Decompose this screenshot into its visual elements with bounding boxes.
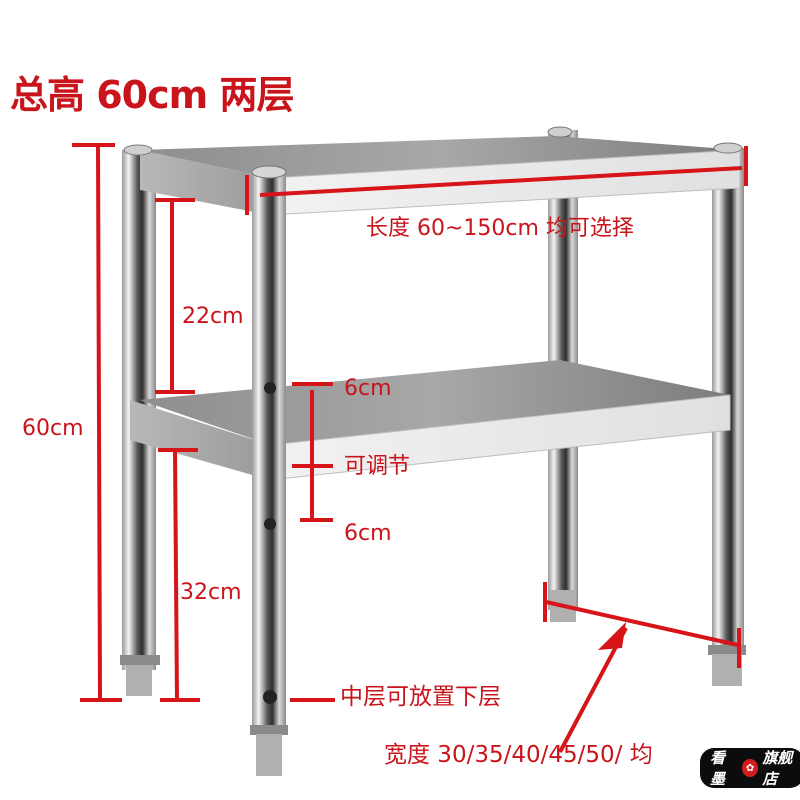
width-annotation: 宽度 30/35/40/45/50/ 均	[384, 742, 653, 768]
top-shelf	[123, 126, 743, 216]
width-arrow-head	[598, 622, 626, 674]
store-name-left: 看墨	[710, 749, 726, 788]
adjust-down-annotation: 6cm	[344, 521, 392, 546]
store-name-right: 旗舰店	[762, 749, 793, 788]
length-annotation: 长度 60~150cm 均可选择	[366, 216, 634, 241]
adjustable-annotation: 可调节	[344, 454, 411, 479]
lower-gap-annotation: 32cm	[180, 580, 242, 605]
mascot-logo-icon: ✿	[741, 759, 759, 777]
page-title: 总高 60cm 两层	[10, 73, 294, 117]
middle-to-lower-annotation: 中层可放置下层	[340, 684, 501, 710]
upper-gap-annotation: 22cm	[182, 304, 244, 329]
dimension-lines	[72, 143, 748, 753]
front-left-leg	[250, 165, 288, 776]
store-watermark-badge: 看墨 ✿ 旗舰店	[700, 748, 800, 788]
middle-shelf	[130, 360, 731, 481]
total-height-annotation: 60cm	[22, 416, 84, 441]
adjust-up-annotation: 6cm	[344, 376, 392, 401]
